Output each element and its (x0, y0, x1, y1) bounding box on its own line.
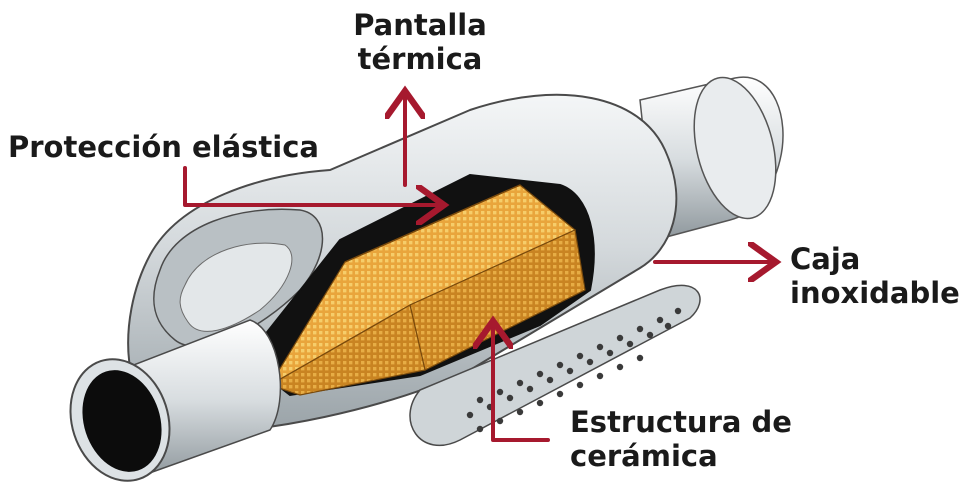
label-pantalla-line1: Pantalla (350, 8, 490, 42)
label-estructura-line1: Estructura de (570, 405, 792, 439)
label-caja-line1: Caja (790, 242, 959, 276)
label-proteccion-elastica: Protección elástica (8, 130, 319, 164)
label-estructura-ceramica: Estructura de cerámica (570, 405, 792, 473)
label-pantalla-line2: térmica (350, 42, 490, 76)
label-caja-line2: inoxidable (790, 276, 959, 310)
label-caja-inoxidable: Caja inoxidable (790, 242, 959, 310)
label-pantalla-termica: Pantalla térmica (350, 8, 490, 76)
label-estructura-line2: cerámica (570, 439, 792, 473)
